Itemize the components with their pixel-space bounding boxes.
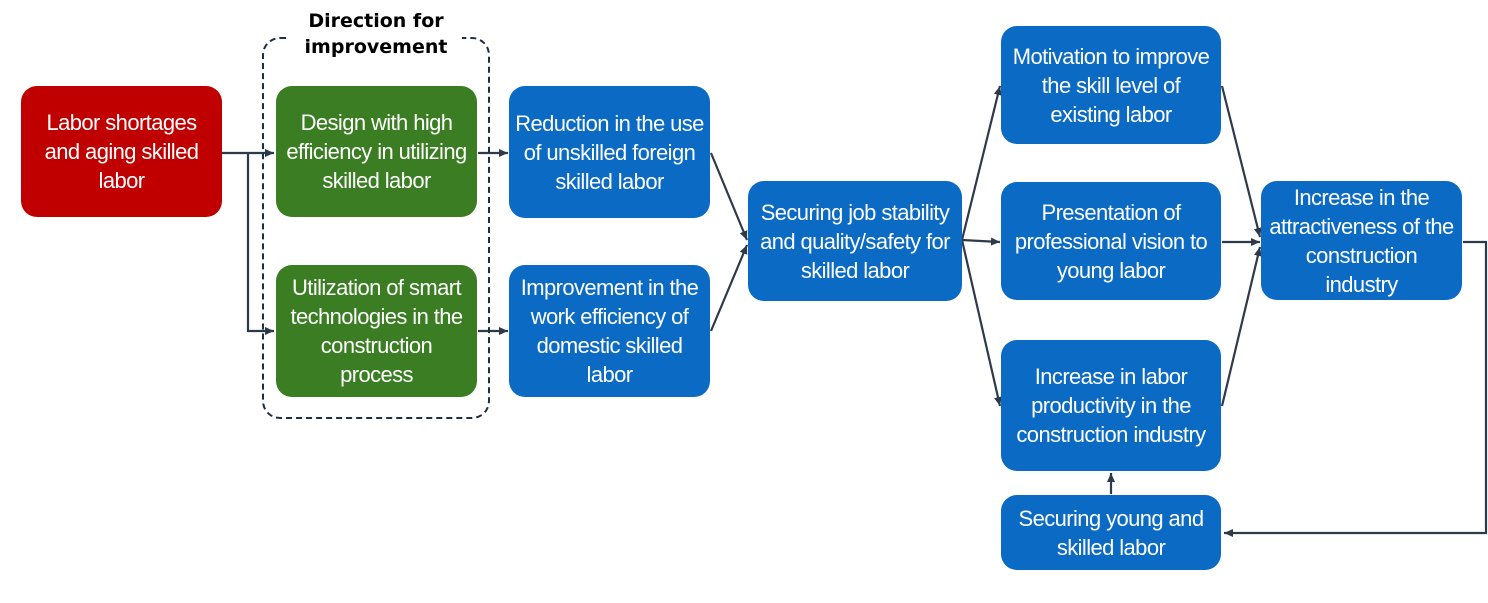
arrow-attractiveness-to-young bbox=[1224, 240, 1488, 537]
node-labor-shortage: Labor shortages and aging skilled labor bbox=[21, 86, 222, 217]
node-professional-vision: Presentation of professional vision to y… bbox=[1001, 182, 1221, 300]
node-attractiveness: Increase in the attractiveness of the co… bbox=[1261, 181, 1462, 300]
arrow-motivation-to-attractiveness bbox=[1220, 85, 1262, 238]
arrow-productivity-to-attractiveness bbox=[1220, 246, 1262, 407]
node-smart-technologies: Utilization of smart technologies in the… bbox=[276, 265, 477, 397]
arrow-stability-to-vision bbox=[961, 237, 1001, 246]
arrow-problem-to-smart bbox=[246, 153, 274, 335]
node-reduction-unskilled: Reduction in the use of unskilled foreig… bbox=[509, 86, 710, 218]
node-design-efficiency: Design with high efficiency in utilizing… bbox=[276, 86, 477, 217]
direction-group-title: Direction for improvement bbox=[290, 8, 462, 60]
node-job-stability: Securing job stability and quality/safet… bbox=[748, 181, 962, 301]
arrow-improvement-to-stability bbox=[709, 244, 749, 332]
arrow-stability-to-motivation bbox=[960, 85, 1002, 241]
arrow-stability-to-productivity bbox=[960, 239, 1002, 407]
arrow-reduction-to-stability bbox=[709, 152, 749, 241]
node-improvement-efficiency: Improvement in the work efficiency of do… bbox=[509, 265, 710, 397]
node-motivation: Motivation to improve the skill level of… bbox=[1001, 26, 1221, 144]
node-labor-productivity: Increase in labor productivity in the co… bbox=[1001, 340, 1221, 471]
node-young-skilled-labor: Securing young and skilled labor bbox=[1001, 495, 1221, 570]
